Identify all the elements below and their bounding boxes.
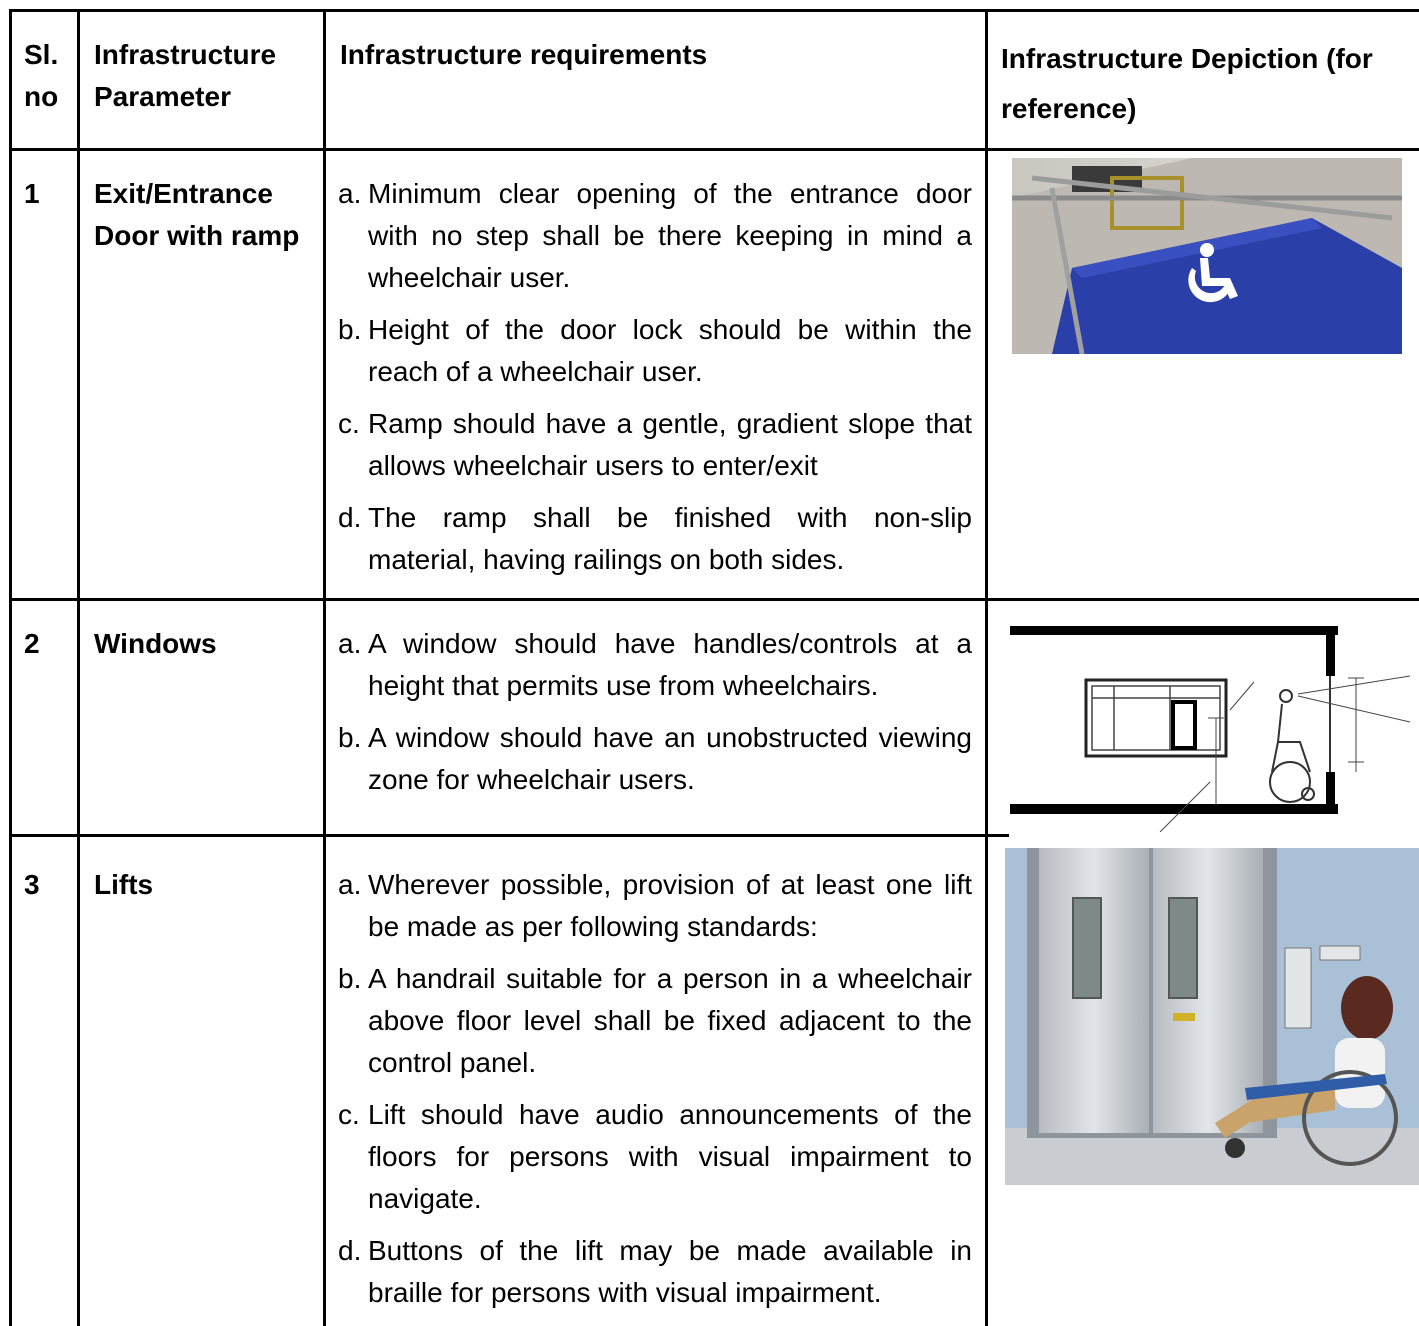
list-item: a.Minimum clear opening of the entrance … bbox=[338, 178, 972, 293]
row2-requirements: a.A window should have handles/controls … bbox=[338, 623, 972, 811]
header-sl-no: Sl. no bbox=[24, 39, 59, 112]
lift-image bbox=[1005, 848, 1419, 1185]
table-top-border bbox=[9, 9, 1419, 12]
row1-number: 1 bbox=[24, 178, 40, 209]
row1-requirements: a.Minimum clear opening of the entrance … bbox=[338, 173, 972, 591]
col2-divider bbox=[323, 9, 326, 1326]
table-left-border bbox=[9, 9, 12, 1326]
list-item: a.A window should have handles/controls … bbox=[338, 628, 972, 701]
row3-requirements: a.Wherever possible, provision of at lea… bbox=[338, 864, 972, 1324]
row2-parameter: Windows bbox=[94, 628, 217, 659]
col1-divider bbox=[77, 9, 80, 1326]
wheelchair-ramp-image bbox=[1012, 158, 1402, 354]
header-requirements: Infrastructure requirements bbox=[340, 39, 708, 70]
list-item: a.Wherever possible, provision of at lea… bbox=[338, 869, 972, 942]
header-bottom-border bbox=[9, 148, 1419, 151]
window-diagram-image bbox=[1010, 622, 1419, 832]
row3-number: 3 bbox=[24, 869, 40, 900]
window-elevation-diagram bbox=[1010, 626, 1411, 832]
row1-bottom-border bbox=[9, 598, 1419, 601]
row2-bottom-border bbox=[9, 834, 1009, 837]
header-depiction: Infrastructure Depiction (for reference) bbox=[1001, 43, 1373, 124]
col3-divider bbox=[985, 9, 988, 1326]
row1-parameter: Exit/Entrance Door with ramp bbox=[94, 178, 300, 251]
header-parameter: Infrastructure Parameter bbox=[94, 39, 277, 112]
list-item: d.The ramp shall be finished with non-sl… bbox=[338, 502, 972, 575]
row2-number: 2 bbox=[24, 628, 40, 659]
list-item: b.A window should have an unobstructed v… bbox=[338, 722, 972, 795]
list-item: c.Ramp should have a gentle, gradient sl… bbox=[338, 408, 972, 481]
list-item: b.A handrail suitable for a person in a … bbox=[338, 963, 972, 1078]
wheelchair-accessible-ramp-photo bbox=[1012, 158, 1402, 354]
row3-parameter: Lifts bbox=[94, 869, 154, 900]
list-item: c.Lift should have audio announcements o… bbox=[338, 1099, 972, 1214]
list-item: d.Buttons of the lift may be made availa… bbox=[338, 1235, 972, 1308]
list-item: b.Height of the door lock should be with… bbox=[338, 314, 972, 387]
wheelchair-user-at-lift-photo bbox=[1005, 848, 1419, 1185]
